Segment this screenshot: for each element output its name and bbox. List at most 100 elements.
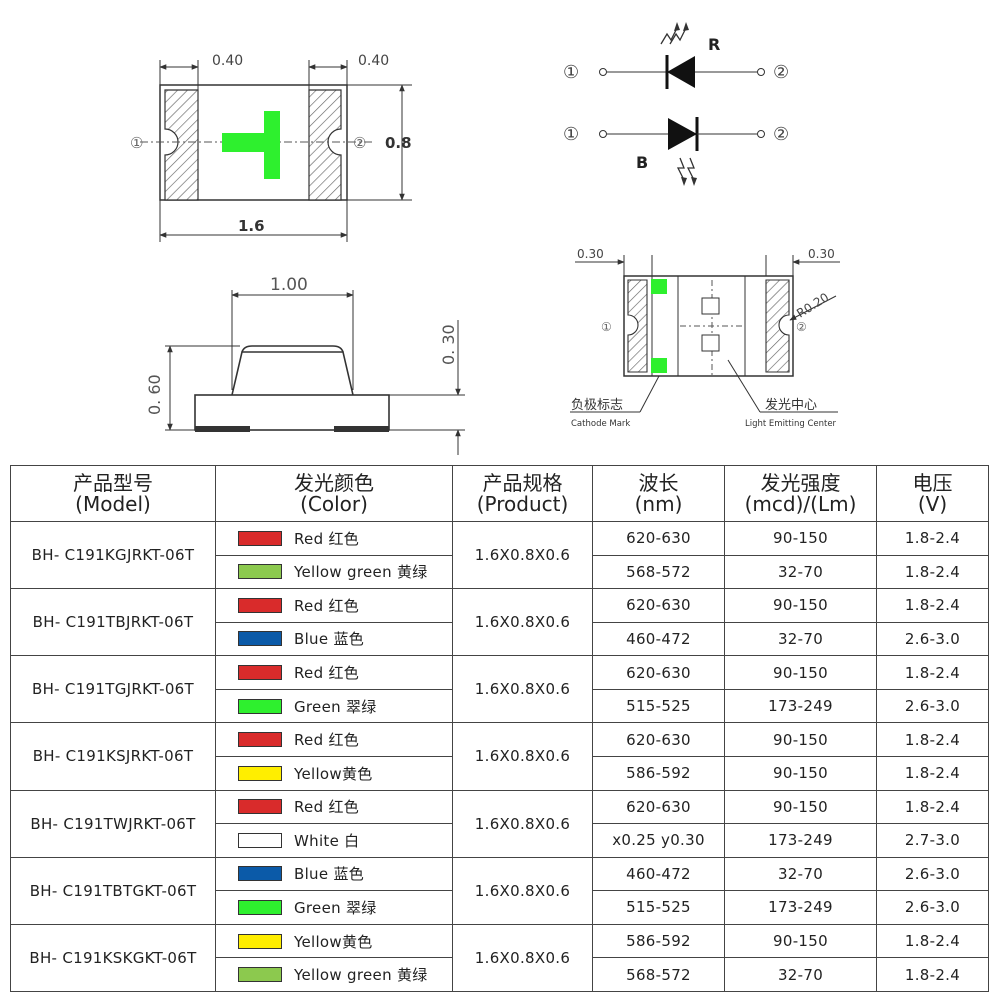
intensity-cell: 32-70 (724, 957, 877, 992)
top-pin1-label: ① (130, 134, 143, 152)
wavelength-cell: 460-472 (592, 856, 725, 892)
bottom-cathode-mark-top (651, 279, 667, 294)
color-swatch (238, 732, 282, 748)
symbol-r-pin1: ① (563, 62, 579, 83)
color-swatch (238, 597, 282, 613)
color-name: Blue 蓝色 (294, 865, 365, 884)
bottom-pin2: ② (796, 320, 807, 334)
voltage-cell: 1.8-2.4 (876, 588, 989, 623)
wavelength-cell: 568-572 (592, 554, 725, 590)
voltage-cell: 2.6-3.0 (876, 621, 989, 657)
intensity-cell: 90-150 (724, 655, 877, 690)
product-spec-cell: 1.6X0.8X0.6 (452, 655, 593, 724)
color-swatch (238, 933, 282, 949)
color-cell: Yellow黄色 (215, 923, 453, 959)
color-name: Blue 蓝色 (294, 630, 365, 649)
side-dim-height: 0. 60 (145, 374, 164, 415)
color-name: Red 红色 (294, 731, 360, 750)
header-model: 产品型号(Model) (10, 465, 216, 522)
color-swatch (238, 765, 282, 781)
voltage-cell: 1.8-2.4 (876, 789, 989, 825)
wavelength-cell: 515-525 (592, 890, 725, 925)
top-dim-left: 0.40 (212, 53, 243, 69)
top-dim-width: 1.6 (238, 217, 265, 235)
model-cell: BH- C191KGJRKT-06T (10, 520, 216, 590)
header-color: 发光颜色(Color) (215, 465, 453, 522)
color-cell: Red 红色 (215, 789, 453, 825)
wavelength-cell: 620-630 (592, 588, 725, 623)
wavelength-cell: x0.25 y0.30 (592, 823, 725, 858)
color-name: Red 红色 (294, 664, 360, 683)
voltage-cell: 1.8-2.4 (876, 957, 989, 992)
left-pad-hatch (164, 89, 199, 201)
model-cell: BH- C191KSKGKT-06T (10, 923, 216, 993)
color-name: Yellow green 黄绿 (294, 966, 428, 985)
side-dim-top: 1.00 (270, 275, 308, 295)
color-name: Yellow黄色 (294, 764, 373, 783)
voltage-cell: 2.6-3.0 (876, 890, 989, 925)
top-dim-right: 0.40 (358, 53, 389, 69)
color-name: Red 红色 (294, 798, 360, 817)
mechanical-drawings: 0.40 0.40 0.8 1.6 ① ② ① ② R ① ② (130, 22, 840, 455)
color-swatch (238, 665, 282, 681)
wavelength-cell: 460-472 (592, 621, 725, 657)
model-cell: BH- C191KSJRKT-06T (10, 722, 216, 791)
intensity-cell: 32-70 (724, 621, 877, 657)
bottom-pin1: ① (601, 320, 612, 334)
circuit-symbol: ① ② R ① ② B (563, 22, 789, 186)
wavelength-cell: 620-630 (592, 655, 725, 690)
wavelength-cell: 620-630 (592, 789, 725, 825)
table-header-row: 产品型号(Model) 发光颜色(Color) 产品规格(Product) 波长… (10, 465, 989, 522)
color-cell: Blue 蓝色 (215, 856, 453, 892)
color-cell: Green 翠绿 (215, 890, 453, 925)
symbol-b-pin1: ① (563, 124, 579, 145)
intensity-cell: 90-150 (724, 722, 877, 757)
bottom-dim-radius: R0.20 (794, 290, 831, 320)
color-cell: Red 红色 (215, 722, 453, 757)
symbol-b-pin2: ② (773, 124, 789, 145)
intensity-cell: 32-70 (724, 856, 877, 892)
header-intensity: 发光强度(mcd)/(Lm) (724, 465, 877, 522)
color-name: Yellow黄色 (294, 932, 373, 951)
intensity-cell: 90-150 (724, 923, 877, 959)
intensity-cell: 173-249 (724, 688, 877, 724)
voltage-cell: 1.8-2.4 (876, 554, 989, 590)
color-swatch (238, 564, 282, 580)
top-dim-height: 0.8 (385, 134, 412, 152)
color-name: Green 翠绿 (294, 697, 377, 716)
side-dim-right: 0. 30 (439, 324, 458, 365)
color-cell: Yellow green 黄绿 (215, 554, 453, 590)
color-name: White 白 (294, 831, 360, 850)
blue-led-triangle (668, 118, 697, 150)
top-pin2-label: ② (353, 134, 366, 152)
intensity-cell: 90-150 (724, 521, 877, 556)
product-spec-cell: 1.6X0.8X0.6 (452, 520, 593, 590)
voltage-cell: 1.8-2.4 (876, 722, 989, 757)
intensity-cell: 90-150 (724, 588, 877, 623)
voltage-cell: 1.8-2.4 (876, 655, 989, 690)
light-center-en: Light Emitting Center (745, 419, 837, 429)
bottom-view-drawing: 0.30 0.30 R0.20 ① ② 负极标志 Cathode Mark 发光… (570, 247, 840, 429)
header-wavelength: 波长(nm) (592, 465, 725, 522)
cathode-mark-green-bar (264, 111, 280, 179)
light-center-cn: 发光中心 (765, 397, 817, 413)
product-spec-cell: 1.6X0.8X0.6 (452, 856, 593, 925)
red-led-triangle (667, 56, 695, 88)
color-cell: White 白 (215, 823, 453, 858)
right-pad-hatch (308, 89, 342, 201)
cathode-mark-green (222, 133, 272, 152)
symbol-r-pin2: ② (773, 62, 789, 83)
wavelength-cell: 568-572 (592, 957, 725, 992)
voltage-cell: 1.8-2.4 (876, 923, 989, 959)
color-name: Yellow green 黄绿 (294, 563, 428, 582)
spec-table: 产品型号(Model) 发光颜色(Color) 产品规格(Product) 波长… (10, 465, 989, 993)
product-spec-cell: 1.6X0.8X0.6 (452, 722, 593, 791)
model-cell: BH- C191TBTGKT-06T (10, 856, 216, 925)
voltage-cell: 2.6-3.0 (876, 856, 989, 892)
